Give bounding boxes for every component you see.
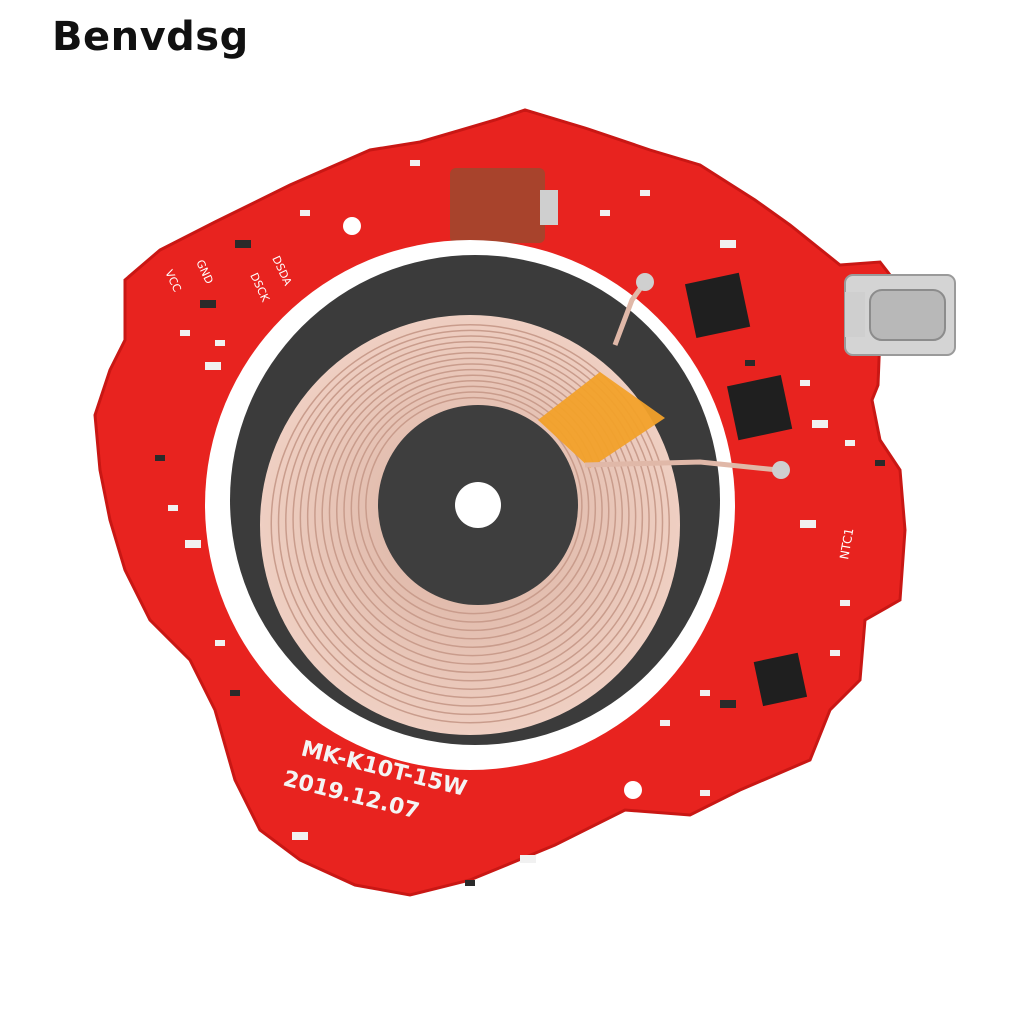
solder-pad	[636, 273, 654, 291]
brand-watermark: Benvdsg	[52, 14, 249, 60]
film-capacitor	[450, 168, 558, 243]
ic-chip	[684, 272, 751, 339]
silk-label-ntc1: NTC1	[837, 527, 856, 561]
smd-part	[875, 460, 885, 466]
smd-part	[200, 300, 216, 308]
ic-chip	[726, 374, 793, 441]
smd-part	[845, 440, 855, 446]
solder-pad	[772, 461, 790, 479]
kapton-tape	[538, 372, 665, 468]
coil-winding	[336, 374, 610, 648]
coil-winding	[270, 324, 670, 724]
coil-winding	[357, 391, 590, 623]
smd-part	[168, 505, 178, 511]
smd-part	[700, 690, 710, 696]
coil-winding	[365, 396, 583, 615]
coil-winding	[285, 335, 657, 707]
smd-part	[180, 330, 190, 336]
coil-winding	[321, 363, 623, 665]
smd-part	[700, 790, 710, 796]
coil-winding	[299, 346, 644, 690]
coil-lead-wire	[584, 459, 779, 473]
coil-winding	[350, 385, 597, 632]
smd-part	[465, 880, 475, 886]
smd-part	[215, 340, 225, 346]
smd-part	[600, 210, 610, 216]
smd-part	[292, 832, 308, 840]
smd-part	[745, 360, 755, 366]
mounting-hole	[624, 781, 642, 799]
smd-part	[640, 190, 650, 196]
ic-chip	[753, 652, 808, 707]
smd-part	[185, 540, 201, 548]
coil-winding	[343, 380, 603, 640]
smd-part	[812, 420, 828, 428]
smd-part	[720, 240, 736, 248]
coil-windings	[270, 324, 670, 724]
usb-c-connector	[844, 274, 956, 356]
coil-winding	[306, 352, 637, 682]
smd-part	[215, 640, 225, 646]
smd-part	[660, 720, 670, 726]
smd-part	[720, 700, 736, 708]
mounting-hole	[343, 217, 361, 235]
smd-part	[155, 455, 165, 461]
smd-part	[205, 362, 221, 370]
smd-part	[800, 380, 810, 386]
smd-part	[235, 240, 251, 248]
smd-part	[840, 600, 850, 606]
smd-part	[230, 690, 240, 696]
smd-part	[410, 160, 420, 166]
smd-part	[520, 855, 536, 863]
coil-winding	[292, 340, 650, 699]
smd-components	[155, 160, 885, 886]
smd-part	[830, 650, 840, 656]
smd-part	[800, 520, 816, 528]
coil-center-hole	[455, 482, 501, 528]
smd-part	[300, 210, 310, 216]
coil-winding	[328, 368, 617, 657]
coil-winding	[277, 329, 664, 716]
coil-winding	[314, 357, 630, 674]
